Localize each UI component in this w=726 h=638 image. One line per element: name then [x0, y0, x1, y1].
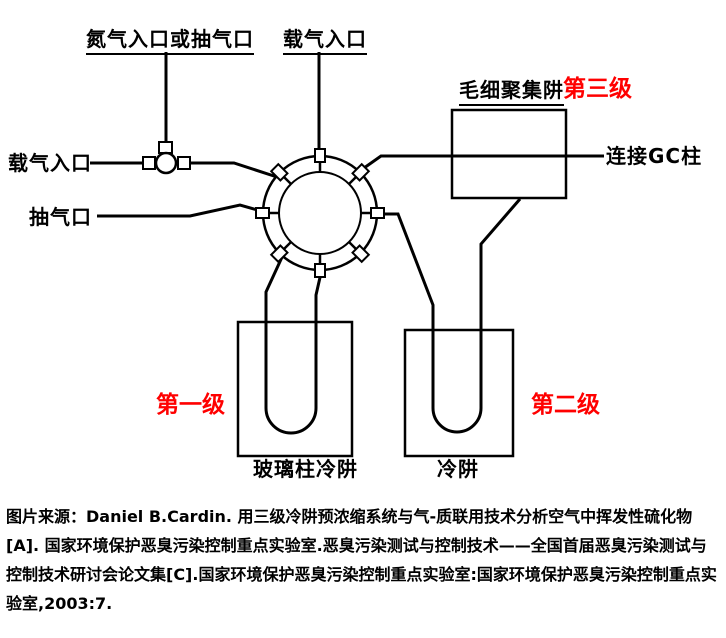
label-stage-2: 第二级	[531, 392, 600, 418]
source-caption: 图片来源：Daniel B.Cardin. 用三级冷阱预浓缩系统与气-质联用技术…	[6, 507, 717, 614]
trap2-u-tube-pipe	[379, 198, 522, 434]
label-nitrogen-inlet: 氮气入口或抽气口	[86, 27, 254, 55]
fitting-to-valve-pipe	[188, 161, 278, 179]
valve-port	[314, 148, 326, 172]
capillary-trap-box	[450, 108, 568, 200]
label-glass-trap: 玻璃柱冷阱	[253, 457, 358, 481]
label-capillary-trap: 毛细聚集阱	[459, 78, 564, 106]
valve-port	[269, 241, 292, 264]
trap1-u-tube-pipe	[264, 254, 323, 435]
cold-trap-box	[403, 328, 515, 458]
valve-port	[269, 162, 292, 185]
label-gc-column: 连接GC柱	[606, 144, 703, 168]
rotary-valve-rotor	[278, 171, 362, 255]
valve-port	[361, 207, 385, 219]
gc-column-pipe	[363, 154, 604, 170]
pump-port-pipe	[97, 203, 262, 218]
label-pump-port: 抽气口	[29, 205, 92, 229]
valve-port	[255, 207, 279, 219]
glass-trap-box	[236, 320, 354, 458]
label-carrier-gas-left: 载气入口	[8, 151, 92, 175]
valve-port	[348, 162, 371, 185]
diagram-canvas	[90, 52, 604, 458]
inlet-fitting-valve	[142, 141, 191, 175]
label-carrier-gas-top: 载气入口	[283, 27, 367, 55]
label-stage-1: 第一级	[156, 392, 225, 418]
valve-port	[348, 241, 371, 264]
label-stage-3: 第三级	[563, 76, 632, 102]
valve-port	[314, 254, 326, 278]
label-cold-trap: 冷阱	[437, 457, 479, 481]
